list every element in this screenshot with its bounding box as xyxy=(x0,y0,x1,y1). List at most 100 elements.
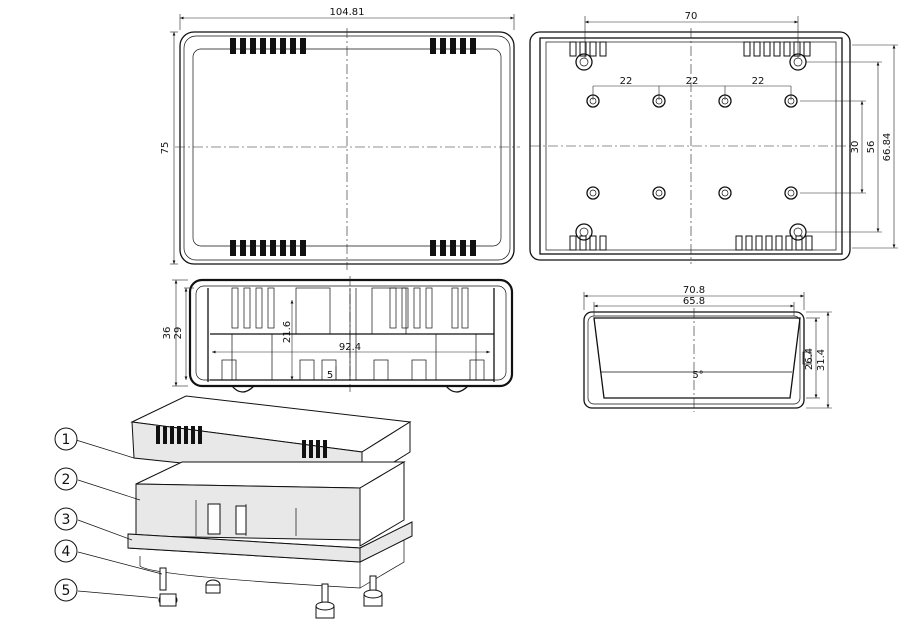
vent-slot xyxy=(569,235,577,251)
lid-slot xyxy=(309,440,313,458)
vent-slot xyxy=(599,41,607,57)
spacing-label-1: 22 xyxy=(620,76,633,87)
callout-1: 1 xyxy=(54,427,78,451)
spacing-label-2: 22 xyxy=(686,76,699,87)
mount-hole xyxy=(652,186,666,200)
vent-slot xyxy=(795,235,803,251)
lid-slot xyxy=(302,440,306,458)
vent-slot xyxy=(270,38,276,54)
end-width-65-8: 65.8 xyxy=(683,296,705,307)
vent-slot xyxy=(450,240,456,256)
callout-2-label: 2 xyxy=(62,472,71,488)
side-height-29: 29 xyxy=(173,327,184,340)
callout-5: 5 xyxy=(54,578,78,602)
vent-slot xyxy=(803,41,811,57)
end-height-31-4: 31.4 xyxy=(816,349,827,371)
callout-3: 3 xyxy=(54,507,78,531)
callout-4-label: 4 xyxy=(62,544,71,560)
vent-slot xyxy=(290,240,296,256)
vent-slot xyxy=(300,38,306,54)
vent-slot xyxy=(240,38,246,54)
vent-slot xyxy=(763,41,771,57)
height-label-56: 56 xyxy=(866,141,877,154)
vent-slot xyxy=(773,41,781,57)
spacing-label-3: 22 xyxy=(752,76,765,87)
screw-boss-inner xyxy=(793,57,803,67)
vent-slot xyxy=(450,38,456,54)
mount-hole-inner xyxy=(655,189,663,197)
vent-slot xyxy=(250,240,256,256)
vent-slot xyxy=(589,235,597,251)
lid-slot xyxy=(170,426,174,444)
vent-slot xyxy=(745,235,753,251)
vent-slot xyxy=(250,38,256,54)
lid-slot xyxy=(177,426,181,444)
lid-slot xyxy=(163,426,167,444)
mount-hole xyxy=(586,186,600,200)
bottom-view: 70 22 22 22 30 56 66.84 xyxy=(529,11,898,264)
callout-5-label: 5 xyxy=(62,583,71,599)
vent-slot xyxy=(793,41,801,57)
vent-slot xyxy=(743,41,751,57)
mount-hole-inner xyxy=(589,189,597,197)
callout-3-label: 3 xyxy=(62,512,71,528)
side-height-36: 36 xyxy=(162,327,173,340)
mount-hole-inner xyxy=(787,189,795,197)
vent-slot xyxy=(260,240,266,256)
vent-slot xyxy=(765,235,773,251)
callout-1-label: 1 xyxy=(62,432,71,448)
vent-slot xyxy=(300,240,306,256)
vent-slot xyxy=(230,38,236,54)
vent-slot xyxy=(753,41,761,57)
vent-slot xyxy=(579,235,587,251)
screw-boss-inner xyxy=(793,227,803,237)
side-dim-5: 5 xyxy=(327,370,333,381)
side-dim-21: 21.6 xyxy=(282,321,293,343)
vent-slot xyxy=(783,41,791,57)
vent-slot xyxy=(440,38,446,54)
top-view: 104.81 75 xyxy=(160,7,520,270)
vent-slots xyxy=(230,38,476,256)
lid-slot xyxy=(316,440,320,458)
vent-slot xyxy=(569,41,577,57)
vent-slot xyxy=(599,235,607,251)
screw-boss xyxy=(575,223,593,241)
vent-slot xyxy=(230,240,236,256)
end-view: 70.8 65.8 26.4 31.4 5° xyxy=(583,285,832,412)
end-angle-label: 5° xyxy=(692,370,703,381)
mount-hole xyxy=(784,186,798,200)
lid-slot xyxy=(323,440,327,458)
top-height-label: 75 xyxy=(160,142,171,155)
side-dim-92: 92.4 xyxy=(339,342,361,353)
vent-slot xyxy=(240,240,246,256)
mount-hole-inner xyxy=(721,189,729,197)
vent-slot xyxy=(579,41,587,57)
lid-slot xyxy=(191,426,195,444)
vent-slot xyxy=(430,38,436,54)
end-height-26-4: 26.4 xyxy=(804,348,815,370)
vent-slot xyxy=(290,38,296,54)
callout-4: 4 xyxy=(54,539,78,563)
vent-slot xyxy=(280,240,286,256)
end-width-70-8: 70.8 xyxy=(683,285,705,296)
vent-slot xyxy=(470,38,476,54)
vent-slot xyxy=(440,240,446,256)
vent-slot xyxy=(460,240,466,256)
exploded-view: 1 2 3 4 5 xyxy=(54,395,413,619)
vent-slot xyxy=(270,240,276,256)
vent-slot xyxy=(460,38,466,54)
screw-boss-inner xyxy=(579,57,589,67)
bottom-vent-slots xyxy=(569,41,813,251)
vent-slot xyxy=(280,38,286,54)
vent-slot xyxy=(470,240,476,256)
top-width-label: 104.81 xyxy=(330,7,365,18)
vent-slot xyxy=(735,235,743,251)
side-section-view: 36 29 21.6 92.4 5 xyxy=(162,276,514,393)
height-label-66: 66.84 xyxy=(882,133,893,162)
screw-boss xyxy=(575,53,593,71)
lid-slot xyxy=(184,426,188,444)
lid-vent-slots xyxy=(156,426,327,458)
vent-slot xyxy=(755,235,763,251)
screw-boss-inner xyxy=(579,227,589,237)
vent-slot xyxy=(805,235,813,251)
